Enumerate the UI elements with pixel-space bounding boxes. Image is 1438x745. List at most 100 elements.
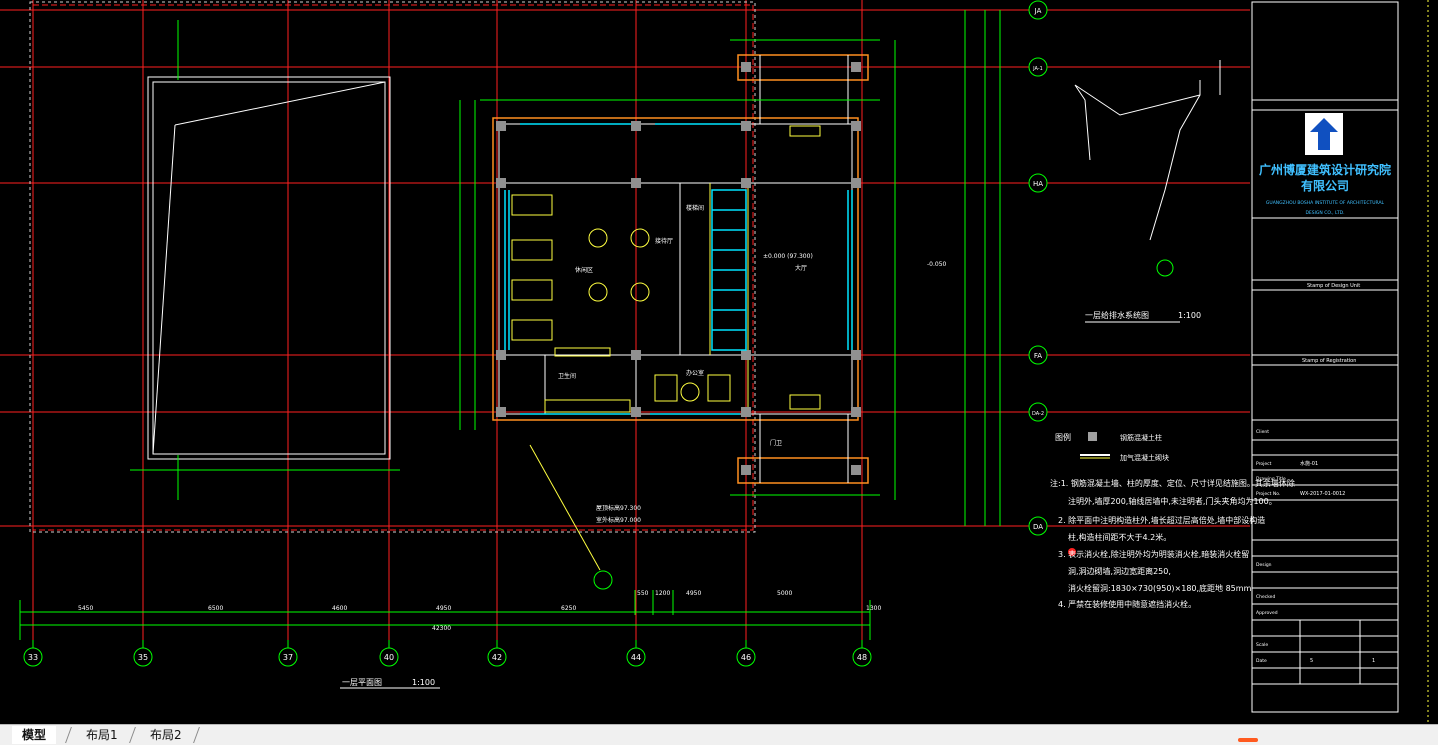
svg-text:1200: 1200 (655, 590, 670, 597)
svg-text:35: 35 (138, 653, 148, 662)
leader-line (529, 444, 601, 571)
svg-text:44: 44 (631, 653, 641, 662)
svg-text:HA: HA (1033, 180, 1043, 188)
svg-text:柱,构造柱间距不大于4.2米。: 柱,构造柱间距不大于4.2米。 (1068, 532, 1171, 542)
svg-text:注:1. 钢筋混凝土墙、柱的厚度、定位、尺寸详见结施图。其余: 注:1. 钢筋混凝土墙、柱的厚度、定位、尺寸详见结施图。其余墙体除 (1050, 478, 1295, 488)
svg-text:5000: 5000 (777, 590, 792, 597)
svg-text:2. 除平面中注明构造柱外,墙长超过层高倍处,墙中部设构造: 2. 除平面中注明构造柱外,墙长超过层高倍处,墙中部设构造 (1058, 515, 1265, 525)
room-label-guard: 门卫 (770, 439, 782, 447)
svg-text:4600: 4600 (332, 605, 347, 612)
svg-text:Client: Client (1256, 429, 1269, 435)
svg-text:Design: Design (1256, 562, 1272, 568)
svg-text:消火栓留洞:1830×730(950)×180,底距地 8: 消火栓留洞:1830×730(950)×180,底距地 85mm (1068, 583, 1252, 593)
svg-text:注明外,墙厚200,轴线居墙中,未注明者,门头夹角均为100: 注明外,墙厚200,轴线居墙中,未注明者,门头夹角均为100。 (1068, 496, 1277, 506)
tab-model[interactable]: 模型 (12, 726, 57, 744)
room-label-office: 办公室 (686, 369, 704, 377)
room-label-hall: 大厅 (795, 264, 807, 272)
room-label-reception: 接待厅 (655, 237, 673, 245)
svg-text:40: 40 (384, 653, 394, 662)
room-label-leisure: 休闲区 (575, 266, 593, 274)
status-indicator (1238, 738, 1258, 742)
company-name-cn: 广州博厦建筑设计研究院 (1259, 162, 1391, 177)
elev-label-minus: -0.050 (927, 261, 947, 268)
project-number: WX-2017-01-0012 (1300, 491, 1345, 497)
tab-separator (65, 727, 72, 743)
axis-bubbles-bottom: 33 35 37 40 42 44 46 48 (23, 640, 872, 667)
legend-swatch-column (1088, 432, 1097, 441)
svg-text:1300: 1300 (866, 605, 881, 612)
svg-text:4. 严禁在装修使用中随意遮挡消火栓。: 4. 严禁在装修使用中随意遮挡消火栓。 (1058, 599, 1196, 609)
total-dimension: 42300 (432, 625, 451, 632)
svg-text:48: 48 (857, 653, 867, 662)
company-name-en-2: DESIGN CO., LTD. (1305, 210, 1344, 216)
elev-label-outdoor: 室外标高97.000 (596, 516, 641, 524)
svg-text:37: 37 (283, 653, 293, 662)
system-scale: 1:100 (1178, 311, 1201, 320)
svg-text:5450: 5450 (78, 605, 93, 612)
left-hall (130, 20, 400, 500)
axis-lines-vertical (32, 0, 863, 640)
svg-text:洞,洞边砌墙,洞边宽距离250,: 洞,洞边砌墙,洞边宽距离250, (1068, 566, 1171, 576)
svg-text:1: 1 (1372, 658, 1375, 664)
room-label-toilet: 卫生间 (558, 372, 576, 380)
svg-text:Approved: Approved (1256, 610, 1278, 616)
system-title: 一层给排水系统图 (1085, 310, 1149, 320)
svg-text:Project: Project (1256, 461, 1272, 467)
svg-text:6500: 6500 (208, 605, 223, 612)
tab-separator (193, 727, 200, 743)
furniture (511, 125, 821, 413)
elev-label-roof: 屋顶标高97.300 (596, 504, 641, 512)
company-name-en: GUANGZHOU BOSHA INSTITUTE OF ARCHITECTUR… (1266, 200, 1385, 206)
legend-title: 图例 (1055, 432, 1071, 442)
dimension-lines (19, 10, 1001, 640)
title-block: 广州博厦建筑设计研究院 有限公司 GUANGZHOU BOSHA INSTITU… (1251, 1, 1399, 713)
svg-text:Scale: Scale (1256, 642, 1268, 648)
room-label-stair: 楼梯间 (686, 204, 704, 212)
svg-text:JA: JA (1034, 7, 1042, 15)
stamp-label: Stamp of Design Unit (1307, 283, 1360, 289)
general-notes: 注:1. 钢筋混凝土墙、柱的厚度、定位、尺寸详见结施图。其余墙体除 注明外,墙厚… (1050, 478, 1295, 609)
drawing-number: 水施-01 (1300, 460, 1318, 467)
svg-text:42: 42 (492, 653, 502, 662)
tab-layout2[interactable]: 布局2 (150, 728, 182, 742)
cad-model-space[interactable]: 休闲区 接待厅 楼梯间 卫生间 办公室 大厅 门卫 屋顶标高97.300 室外标… (0, 0, 1438, 724)
svg-text:3. 表示消火栓,除注明外均为明装消火栓,暗装消火栓留: 3. 表示消火栓,除注明外均为明装消火栓,暗装消火栓留 (1058, 549, 1249, 559)
tab-separator (129, 727, 136, 743)
legend-label-block: 加气混凝土砌块 (1120, 453, 1169, 462)
axis-lines-horizontal (0, 9, 1250, 527)
bottom-dimension-labels: 5450 6500 4600 4950 6250 550 1200 4950 5… (78, 590, 881, 632)
svg-text:FA: FA (1034, 352, 1042, 360)
legend-label-column: 钢筋混凝土柱 (1120, 433, 1162, 442)
floor-plan-walls (492, 54, 869, 484)
company-name-cn-2: 有限公司 (1301, 178, 1349, 193)
svg-text:33: 33 (28, 653, 38, 662)
tab-layout1[interactable]: 布局1 (86, 728, 118, 742)
svg-text:Date: Date (1256, 658, 1267, 664)
svg-text:JA-1: JA-1 (1032, 66, 1043, 72)
svg-text:DA: DA (1033, 523, 1043, 531)
site-boundary (32, 4, 754, 531)
layout-tab-bar: 模型 布局1 布局2 (0, 724, 1438, 745)
site-boundary-outer (29, 1, 756, 533)
north-arrow (593, 570, 613, 590)
svg-text:46: 46 (741, 653, 751, 662)
structural-columns (496, 62, 861, 475)
axis-bubbles-right: JA JA-1 HA FA DA-2 DA (1028, 0, 1048, 536)
svg-text:DA-2: DA-2 (1032, 411, 1044, 417)
svg-text:Project No.: Project No. (1256, 491, 1280, 497)
elev-label-zero: ±0.000 (97.300) (763, 253, 813, 260)
svg-text:5: 5 (1310, 658, 1313, 664)
plan-scale: 1:100 (412, 678, 435, 687)
water-system-diagram: 一层给排水系统图 1:100 (1074, 60, 1221, 323)
svg-text:Checked: Checked (1256, 594, 1275, 600)
legend: 图例 钢筋混凝土柱 加气混凝土砌块 (1055, 432, 1169, 462)
svg-text:Drawing Title: Drawing Title (1256, 476, 1286, 482)
svg-text:550: 550 (637, 590, 649, 597)
svg-text:6250: 6250 (561, 605, 576, 612)
registration-label: Stamp of Registration (1302, 358, 1356, 364)
windows (504, 123, 853, 415)
stair (711, 189, 747, 351)
svg-text:4950: 4950 (436, 605, 451, 612)
svg-text:4950: 4950 (686, 590, 701, 597)
plan-title: 一层平面图 (342, 678, 382, 687)
